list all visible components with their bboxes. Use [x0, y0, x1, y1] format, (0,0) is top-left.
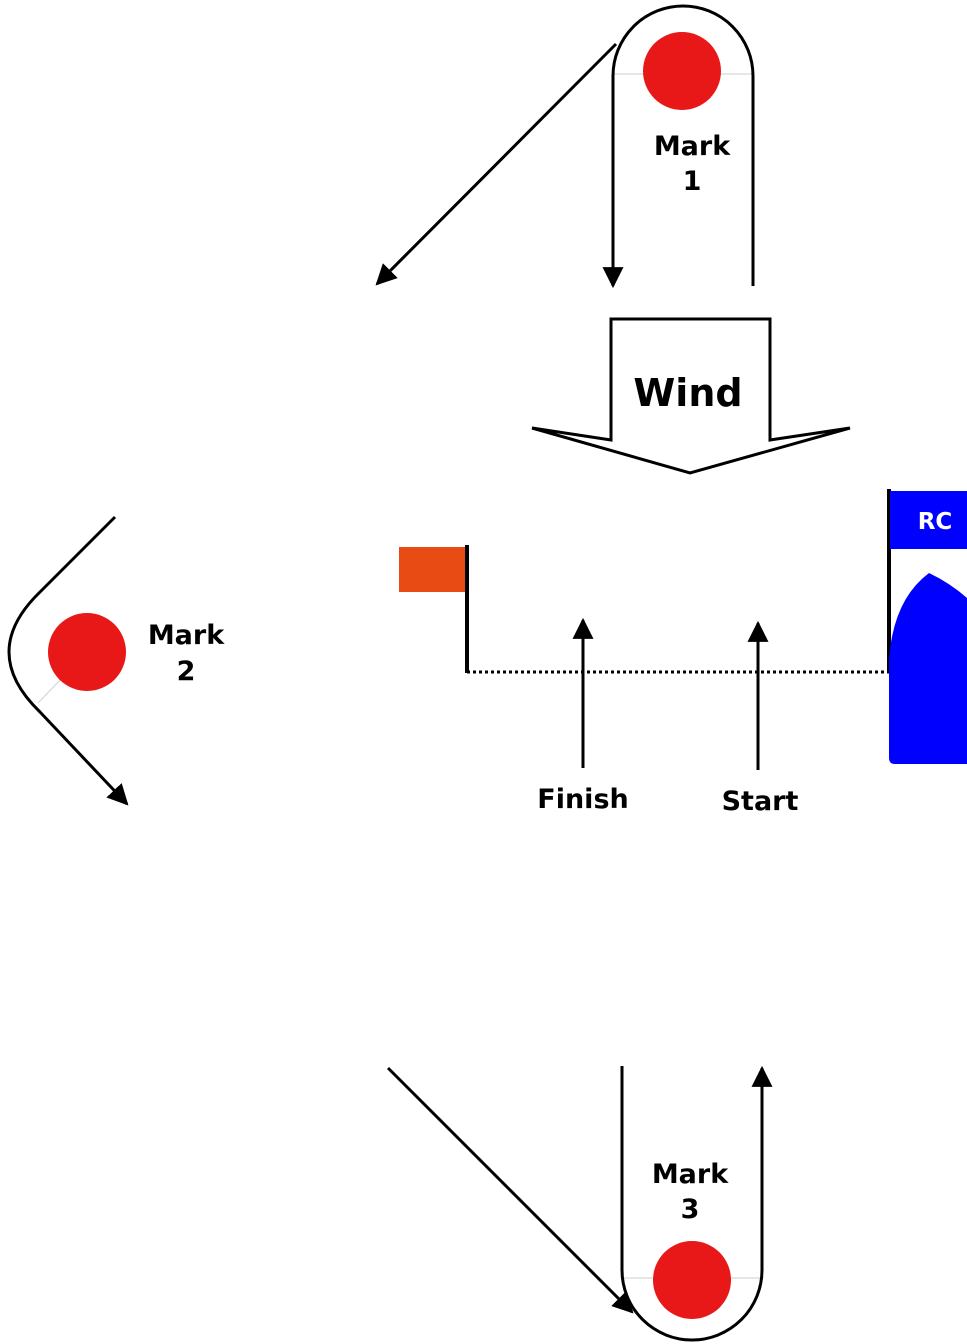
mark-2-buoy — [48, 613, 126, 691]
committee-boat-group: RC — [887, 489, 967, 764]
mark-2-label-number: 2 — [177, 656, 196, 687]
mark-1-label-word: Mark — [654, 131, 731, 162]
pin-end-flag — [399, 547, 467, 592]
wind-arrow-icon — [531, 317, 851, 475]
mark-1-rounding-path — [602, 4, 755, 289]
wind-indicator: Wind — [531, 317, 851, 475]
committee-boat-flag — [890, 491, 967, 549]
committee-boat-flag-label: RC — [918, 509, 953, 535]
reach-leg-arrow — [375, 42, 618, 286]
finish-label: Finish — [537, 784, 628, 815]
mark-3-group: Mark 3 — [386, 1065, 773, 1342]
mark-3-buoy — [653, 1241, 731, 1319]
mark-3-label-number: 3 — [681, 1194, 700, 1225]
mark-2-rounding-path — [7, 515, 129, 806]
start-label: Start — [722, 786, 799, 817]
mark-2-label-word: Mark — [148, 620, 225, 651]
mark-2-group: Mark 2 — [7, 515, 225, 806]
mark-1-label-number: 1 — [683, 166, 702, 197]
committee-boat-hull-icon — [889, 573, 967, 764]
start-finish-line-group: Finish Start — [399, 545, 889, 817]
wind-label: Wind — [633, 371, 742, 415]
mark-1-buoy — [643, 32, 721, 110]
mark-1-group: Mark 1 — [375, 4, 755, 289]
mark-3-label-word: Mark — [652, 1159, 729, 1190]
run-leg-arrow — [386, 1066, 634, 1314]
